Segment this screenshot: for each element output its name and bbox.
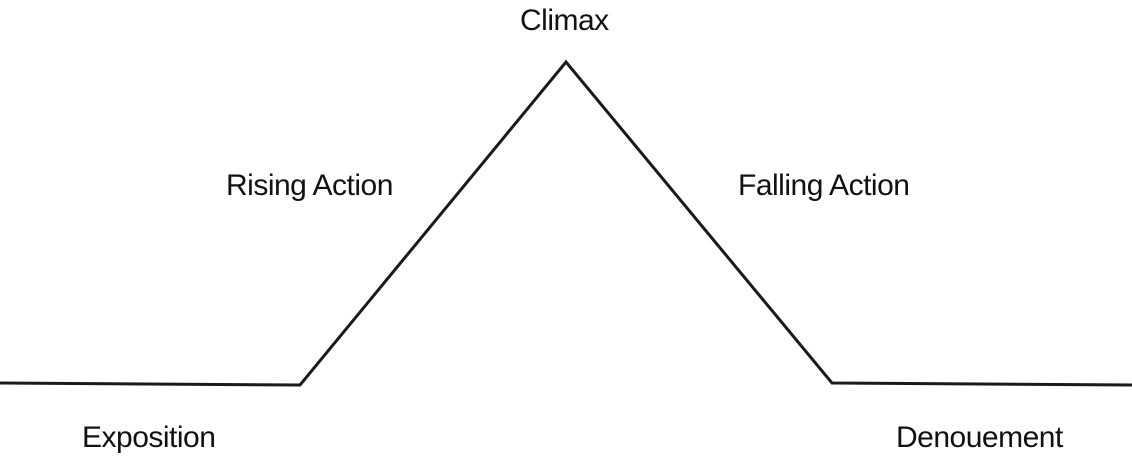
denouement-label: Denouement (896, 421, 1063, 454)
rising-action-label: Rising Action (226, 169, 393, 202)
exposition-label: Exposition (82, 421, 216, 454)
falling-action-label: Falling Action (738, 169, 910, 202)
climax-label: Climax (520, 4, 609, 37)
plot-arc-line (0, 59, 1132, 387)
